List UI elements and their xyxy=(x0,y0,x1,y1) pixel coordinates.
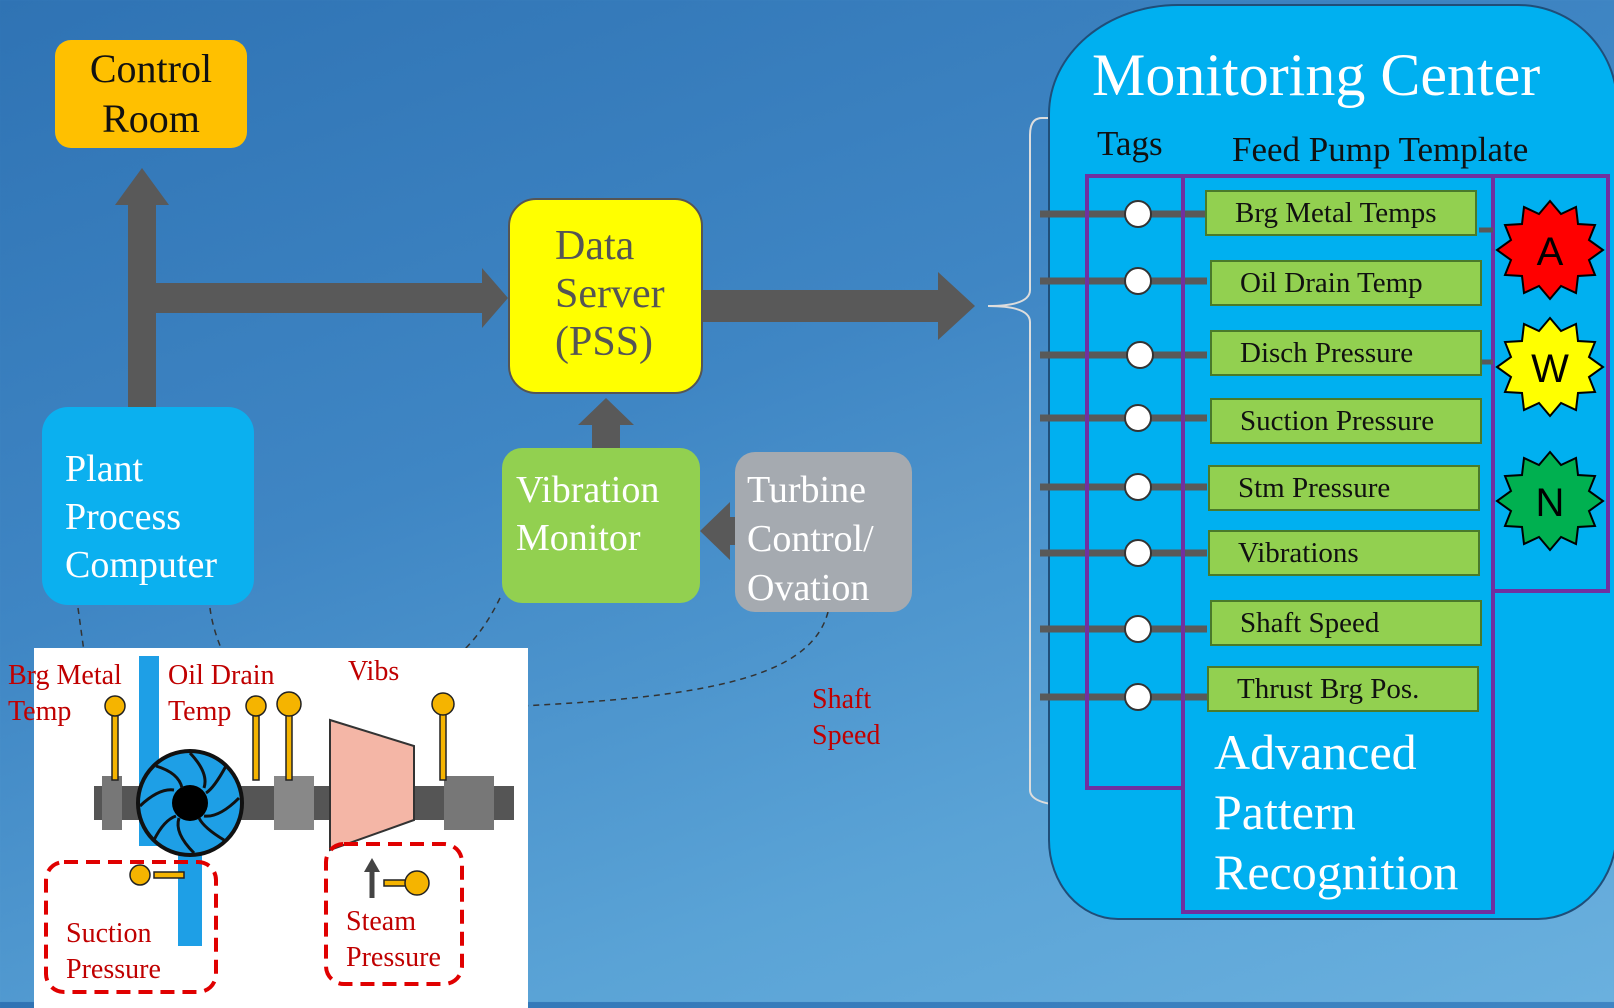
alert-n-letter: N xyxy=(1536,481,1565,525)
brg-metal-temp-sensor xyxy=(104,695,126,717)
tag-vibrations: Vibrations xyxy=(1208,530,1480,576)
plant-process-computer-box: Plant Process Computer xyxy=(42,407,254,605)
control-room-line1: Control xyxy=(89,46,213,91)
tag-connectors xyxy=(1040,210,1207,701)
plant-computer-line1: Plant xyxy=(65,448,144,490)
impeller-hub xyxy=(172,785,208,821)
tag-node xyxy=(1124,200,1152,228)
coupling-right xyxy=(444,776,494,830)
vibration-monitor-box: Vibration Monitor xyxy=(502,448,700,603)
brg-metal-temp-line2: Temp xyxy=(8,696,72,727)
arrow-to-control-room xyxy=(115,168,169,407)
tag-oil-drain-temp: Oil Drain Temp xyxy=(1210,260,1482,306)
feed-pump-template-label: Feed Pump Template xyxy=(1232,130,1529,169)
brg-metal-temp-line1: Brg Metal xyxy=(8,660,122,691)
steam-pressure-line1: Steam xyxy=(346,906,416,937)
monitoring-center-panel xyxy=(1048,4,1614,920)
data-server-line1: Data xyxy=(555,223,635,269)
tag-node xyxy=(1124,404,1152,432)
shaft-speed-line1: Shaft xyxy=(812,684,872,715)
plant-computer-line3: Computer xyxy=(65,544,217,586)
turbine-control-line3: Ovation xyxy=(747,567,870,609)
monitoring-center-title: Monitoring Center xyxy=(1092,42,1541,108)
tag-node xyxy=(1126,341,1154,369)
pump-diagram xyxy=(44,656,514,994)
oil-drain-temp-line1: Oil Drain xyxy=(168,660,275,691)
dashed-link-brg-temp xyxy=(77,607,91,696)
tag-suction-pressure: Suction Pressure xyxy=(1210,398,1482,444)
suction-pressure-sensor xyxy=(129,864,151,886)
arrow-to-data-server xyxy=(156,268,508,328)
tag-brg-metal-temps: Brg Metal Temps xyxy=(1205,190,1477,236)
alert-a-letter: A xyxy=(1537,230,1564,274)
vibs-sensor xyxy=(276,691,302,717)
alerts-column-bracket xyxy=(1491,174,1610,593)
data-server-line3: (PSS) xyxy=(555,319,654,365)
turbine-control-line2: Control/ xyxy=(747,518,874,560)
steam-pressure-highlight xyxy=(324,842,464,986)
alert-w-letter: W xyxy=(1531,347,1569,391)
tag-node xyxy=(1124,267,1152,295)
vibration-monitor-line1: Vibration xyxy=(516,469,660,511)
arrow-turbine-to-vibration xyxy=(700,502,735,560)
advanced-pattern-recognition-label: Advanced Pattern Recognition xyxy=(1214,722,1458,902)
coupling-mid xyxy=(274,776,314,830)
data-server-line2: Server xyxy=(555,271,665,317)
apr-line1: Advanced xyxy=(1214,724,1417,780)
control-room-line2: Room xyxy=(102,96,200,141)
suction-pressure-line2: Pressure xyxy=(66,954,161,985)
tag-shaft-speed: Shaft Speed xyxy=(1210,600,1482,646)
oil-drain-temp-sensor xyxy=(245,695,267,717)
turbine-control-box: Turbine Control/ Ovation xyxy=(735,452,912,612)
turbine-casing xyxy=(329,718,415,852)
shaft-speed-sensor xyxy=(431,692,455,716)
brg-metal-temp-label: Brg Metal Temp xyxy=(8,658,122,730)
arrow-vibration-to-server xyxy=(578,398,634,448)
shaft-speed-line2: Speed xyxy=(812,720,881,751)
apr-line3: Recognition xyxy=(1214,844,1459,900)
pump-diagram-panel: Brg Metal Temp Oil Drain Temp Vibs Sucti… xyxy=(8,648,528,1008)
tag-thrust-brg-pos: Thrust Brg Pos. xyxy=(1207,666,1479,712)
tags-label: Tags xyxy=(1097,124,1163,163)
oil-drain-temp-line2: Temp xyxy=(168,696,232,727)
monitoring-center-brace xyxy=(987,117,1081,807)
shaft-speed-label: Shaft Speed xyxy=(812,682,880,754)
alert-a-starburst xyxy=(1495,199,1605,301)
suction-pressure-line1: Suction xyxy=(66,918,152,949)
tag-node xyxy=(1124,473,1152,501)
arrow-to-monitoring-center xyxy=(703,272,975,340)
suction-pressure-highlight xyxy=(44,860,218,994)
turbine-control-line1: Turbine xyxy=(747,469,866,511)
suction-pressure-label: Suction Pressure xyxy=(66,916,161,988)
tag-node xyxy=(1124,615,1152,643)
apr-line2: Pattern xyxy=(1214,784,1356,840)
control-room-box: Control Room xyxy=(55,40,247,148)
vibs-label: Vibs xyxy=(348,656,400,687)
alert-n-starburst xyxy=(1495,450,1605,552)
steam-pressure-label: Steam Pressure xyxy=(346,904,441,976)
steam-pressure-line2: Pressure xyxy=(346,942,441,973)
alert-w-starburst xyxy=(1495,316,1605,418)
coupling-left xyxy=(102,776,122,830)
vibration-monitor-line2: Monitor xyxy=(516,517,641,559)
steam-pressure-sensor xyxy=(404,870,430,896)
oil-drain-temp-label: Oil Drain Temp xyxy=(168,658,275,730)
tag-circles xyxy=(1124,200,1154,711)
tag-disch-pressure: Disch Pressure xyxy=(1210,330,1482,376)
tag-node xyxy=(1124,683,1152,711)
plant-computer-line2: Process xyxy=(65,496,182,538)
dashed-link-shaft-speed xyxy=(469,611,829,709)
tag-stm-pressure: Stm Pressure xyxy=(1208,465,1480,511)
data-server-box: Data Server (PSS) xyxy=(508,198,703,394)
tag-node xyxy=(1124,539,1152,567)
